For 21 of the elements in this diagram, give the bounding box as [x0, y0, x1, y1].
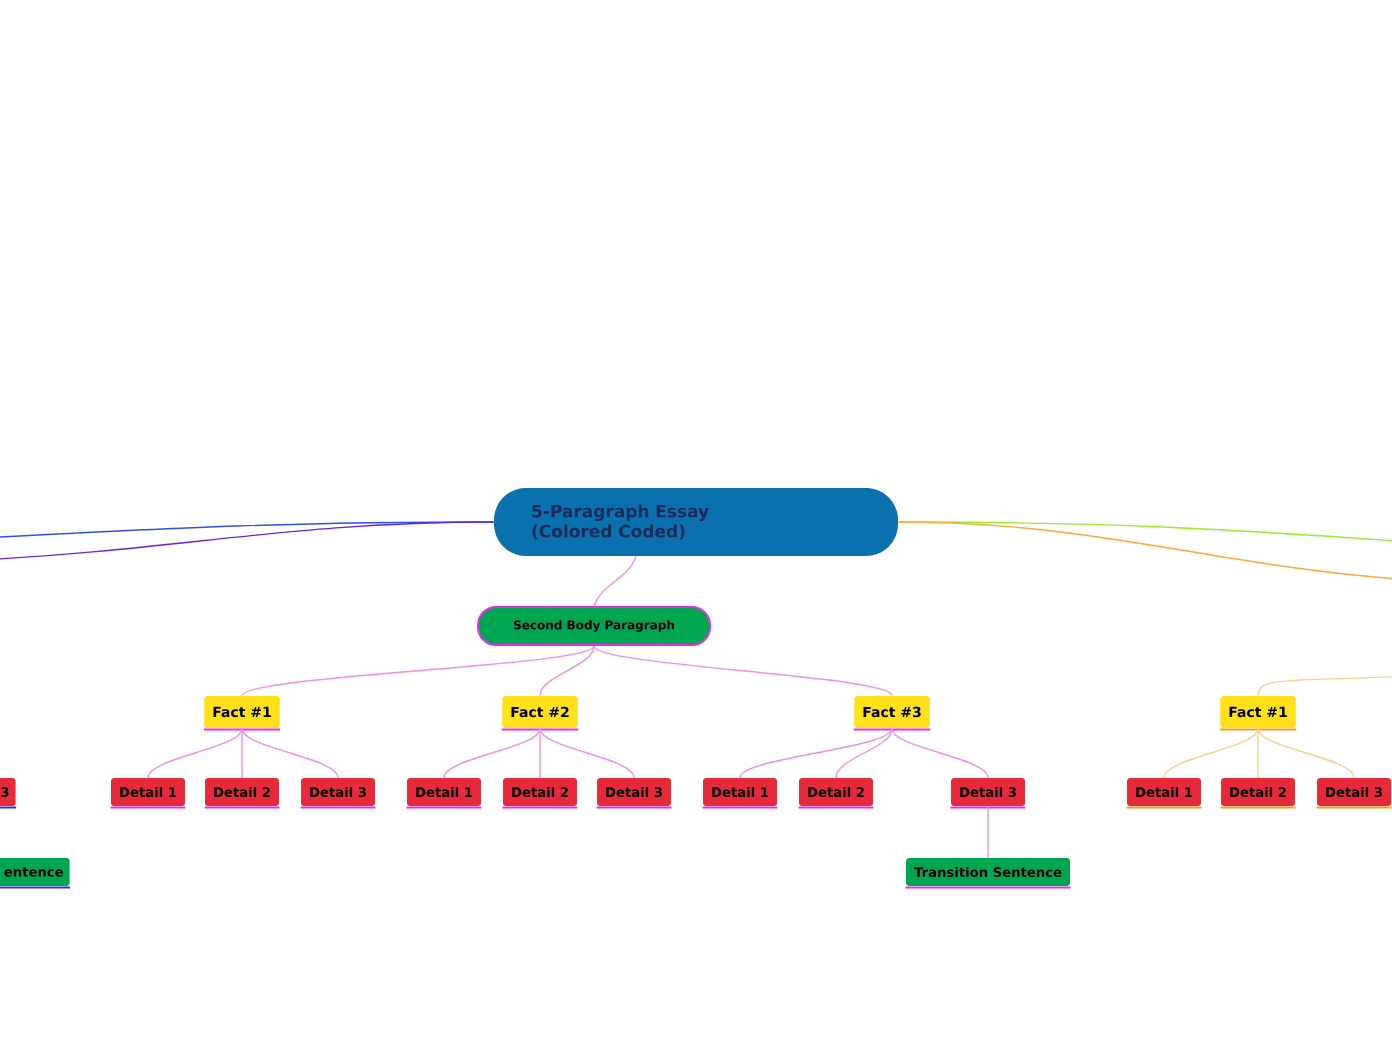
connector-line [147, 727, 243, 779]
connector-line [593, 555, 637, 607]
connector-line [835, 727, 893, 779]
connector-line [539, 727, 635, 779]
connector-line [1163, 727, 1259, 779]
connector-line [987, 805, 989, 859]
connector-line [593, 645, 893, 697]
connector-line [241, 727, 339, 779]
connector-line [1257, 675, 1392, 697]
connector-line [0, 521, 495, 561]
topic-bubble: 5-Paragraph Essay (Colored Coded) [494, 488, 898, 556]
connector-line [1257, 727, 1259, 779]
connector-line [891, 727, 989, 779]
connector-line [539, 727, 541, 779]
connector-line [1257, 727, 1355, 779]
connector-line [739, 727, 893, 779]
connector-line [241, 645, 595, 697]
connector-line [443, 727, 541, 779]
connector-line [241, 727, 243, 779]
connector-line [539, 645, 595, 697]
connector-line [897, 521, 1392, 581]
